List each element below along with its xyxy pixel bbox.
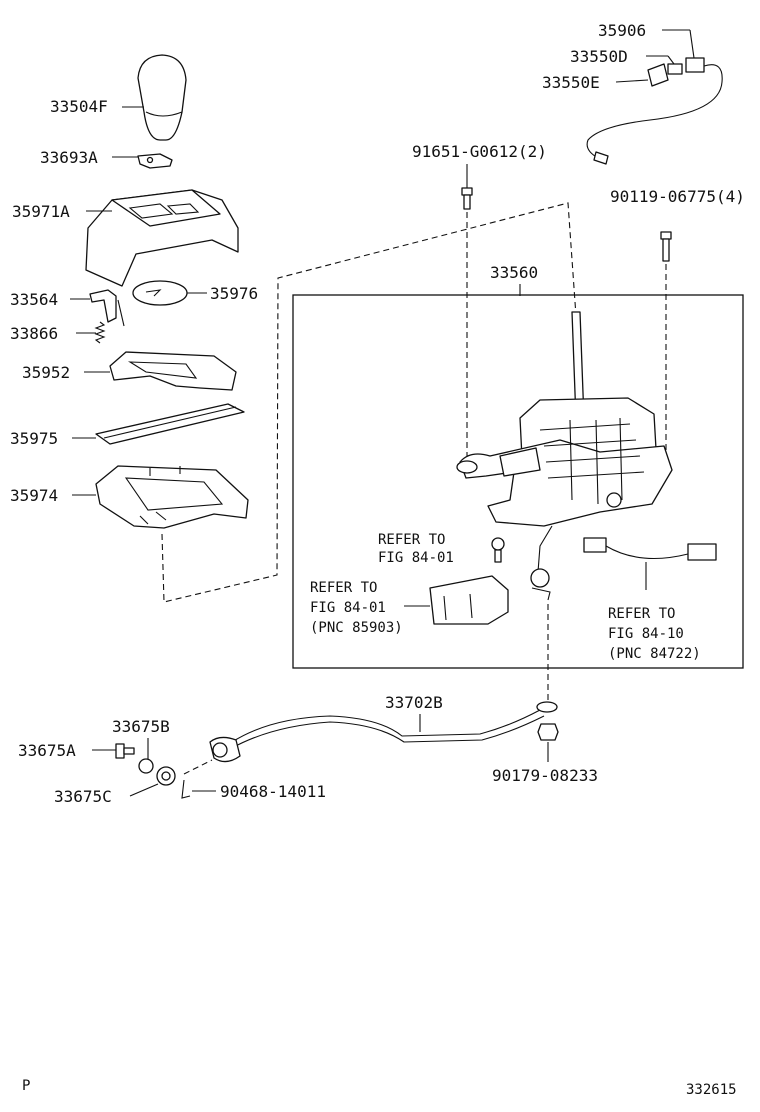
indicator-part [89,289,125,327]
label-33693A: 33693A [40,148,98,167]
label-90179: 90179-08233 [492,766,598,785]
leader-35906-tail [689,29,695,59]
slide-disc [132,280,188,306]
label-35975: 35975 [10,429,58,448]
label-35906: 35906 [598,21,646,40]
leader-33550E [615,79,649,83]
label-35952: 35952 [22,363,70,382]
label-33675A: 33675A [18,741,76,760]
bolt-33675A [115,743,135,759]
label-33675B: 33675B [112,717,170,736]
knob-clip [137,153,173,169]
nut-90179 [537,723,559,741]
shift-lever-assembly [456,311,673,527]
note3-line3: (PNC 84722) [608,646,701,662]
bolt-90119 [660,231,672,262]
shift-knob [137,54,187,141]
label-33550D: 33550D [570,47,628,66]
note2-line2: FIG 84-01 [310,600,386,616]
wire-harness [586,57,723,165]
label-33675C: 33675C [54,787,112,806]
spring [94,321,106,344]
lower-housing [95,465,249,529]
note3-line2: FIG 84-10 [608,626,684,642]
cable-end-path [183,759,213,775]
bolt-91651 [461,187,473,210]
shift-link [530,525,553,601]
label-35976: 35976 [210,284,258,303]
leader-33550D-tail [667,55,675,65]
note2-line3: (PNC 85903) [310,620,403,636]
note2-line1: REFER TO [310,580,377,596]
label-33564: 33564 [10,290,58,309]
note1-line2: FIG 84-01 [378,550,454,566]
console-cover [85,189,239,287]
shift-lock-block [429,575,509,625]
assembly-box [292,294,744,669]
footer-right: 332615 [686,1082,737,1098]
label-90468: 90468-14011 [220,782,326,801]
slide-strip [95,403,245,445]
label-91651: 91651-G0612(2) [412,142,547,161]
footer-left: P [22,1078,30,1094]
slide-plate [109,351,237,391]
label-35971A: 35971A [12,202,70,221]
assembly-dashed-line [161,202,577,603]
label-33550E: 33550E [542,73,600,92]
bushing-33675B [138,758,154,774]
bushing-33675C [156,766,176,786]
screw-refer1 [491,537,505,563]
note1-line1: REFER TO [378,532,445,548]
label-33504F: 33504F [50,97,108,116]
label-33560: 33560 [490,263,538,282]
clip-90468 [181,779,191,799]
label-33702B: 33702B [385,693,443,712]
label-35974: 35974 [10,486,58,505]
note3-line1: REFER TO [608,606,675,622]
label-33866: 33866 [10,324,58,343]
sub-harness [583,537,717,590]
leader-33675C [129,783,159,797]
shift-cable [209,701,558,763]
label-90119: 90119-06775(4) [610,187,745,206]
